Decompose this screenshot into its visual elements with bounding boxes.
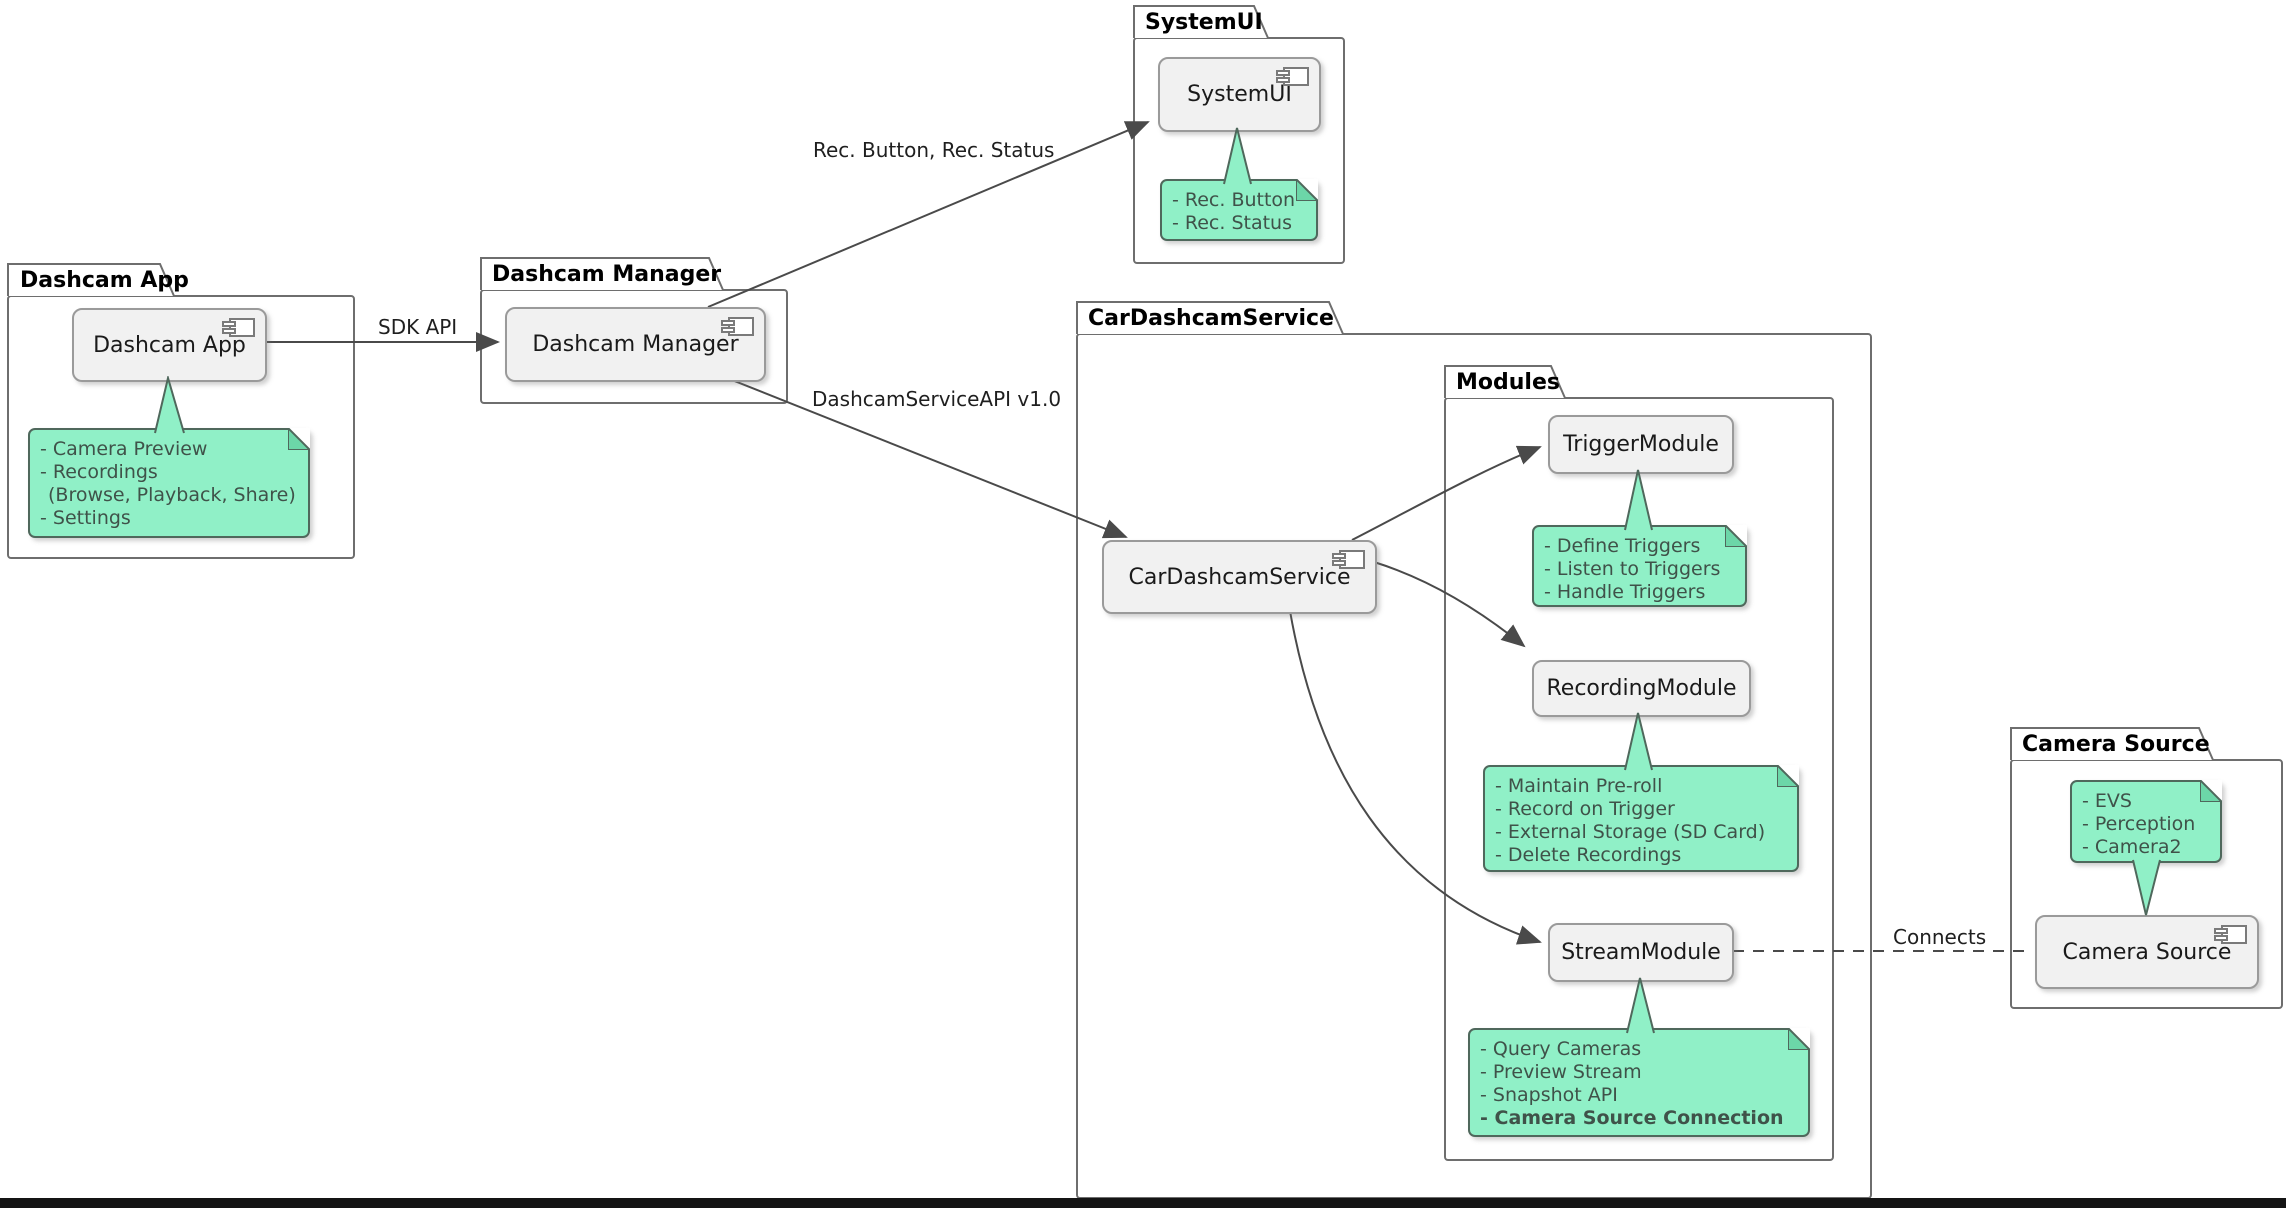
- note-fold-icon: [1777, 765, 1799, 787]
- package-title-camera-source: Camera Source: [2022, 732, 2210, 757]
- note-line: - Query Cameras: [1480, 1038, 1642, 1060]
- component-icon: [721, 317, 754, 336]
- edge-label-sdk-api: SDK API: [378, 315, 458, 339]
- note-fold-icon: [2200, 780, 2222, 802]
- component-trigger-module: TriggerModule: [1548, 415, 1734, 474]
- package-title-dashcam-manager: Dashcam Manager: [492, 262, 722, 287]
- component-stream-module: StreamModule: [1548, 923, 1734, 982]
- component-icon: [2214, 925, 2247, 944]
- package-title-car-dashcam-service: CarDashcamService: [1088, 306, 1334, 331]
- component-label: TriggerModule: [1563, 432, 1719, 457]
- note-line: - Handle Triggers: [1544, 581, 1706, 603]
- note-line: - Perception: [2082, 813, 2196, 835]
- component-dashcam-app: Dashcam App: [72, 308, 267, 382]
- edge-service-to-stream: [1289, 610, 1542, 945]
- package-title-modules: Modules: [1456, 370, 1560, 395]
- note-fold-icon: [1788, 1028, 1810, 1050]
- note-line: - Rec. Button: [1172, 189, 1296, 211]
- note-recording-module: - Maintain Pre-roll - Record on Trigger …: [1483, 765, 1799, 872]
- package-title-systemui: SystemUI: [1145, 10, 1263, 35]
- note-systemui: - Rec. Button - Rec. Status: [1160, 179, 1318, 241]
- note-stream-module: - Query Cameras - Preview Stream - Snaps…: [1468, 1028, 1810, 1137]
- note-line: - Define Triggers: [1544, 535, 1701, 557]
- bottom-bar: [0, 1198, 2286, 1208]
- note-trigger-module: - Define Triggers - Listen to Triggers -…: [1532, 525, 1747, 607]
- component-recording-module: RecordingModule: [1532, 660, 1751, 717]
- component-camera-source: Camera Source: [2035, 915, 2259, 989]
- edge-dashcam-service-api: [726, 377, 1128, 539]
- note-line: - Camera Preview: [40, 438, 208, 460]
- note-line: - Listen to Triggers: [1544, 558, 1721, 580]
- note-line: - Maintain Pre-roll: [1495, 775, 1663, 797]
- note-line: - Record on Trigger: [1495, 798, 1675, 820]
- component-label: StreamModule: [1561, 940, 1721, 965]
- component-label: CarDashcamService: [1128, 564, 1351, 590]
- component-icon: [1332, 550, 1365, 569]
- component-icon: [1276, 67, 1309, 86]
- edge-label-service-api: DashcamServiceAPI v1.0: [812, 387, 1062, 411]
- edge-label-rec-status: Rec. Button, Rec. Status: [813, 138, 1055, 162]
- component-label: RecordingModule: [1546, 676, 1737, 701]
- component-label: Dashcam App: [93, 332, 246, 358]
- edge-service-to-trigger: [1351, 445, 1542, 541]
- edge-service-to-recording: [1373, 561, 1526, 648]
- package-title-dashcam-app: Dashcam App: [20, 268, 189, 293]
- component-systemui: SystemUI: [1158, 57, 1321, 132]
- note-line: - External Storage (SD Card): [1495, 821, 1766, 843]
- edge-rec-button-status: [707, 121, 1150, 308]
- note-line: - Camera2: [2082, 836, 2182, 858]
- note-line: - EVS: [2082, 790, 2132, 812]
- note-line: - Snapshot API: [1480, 1084, 1618, 1106]
- note-line: - Recordings: [40, 461, 158, 483]
- note-line: - Rec. Status: [1172, 212, 1293, 234]
- note-line: - Settings: [40, 507, 131, 529]
- note-camera-source: - EVS - Perception - Camera2: [2070, 780, 2222, 863]
- component-label: Dashcam Manager: [532, 332, 739, 357]
- note-fold-icon: [1725, 525, 1747, 547]
- note-fold-icon: [288, 428, 310, 450]
- component-label: SystemUI: [1187, 82, 1292, 107]
- note-line: - Camera Source Connection: [1480, 1107, 1784, 1129]
- component-car-dashcam-service: CarDashcamService: [1102, 540, 1377, 614]
- component-dashcam-manager: Dashcam Manager: [505, 307, 766, 382]
- note-line: - Delete Recordings: [1495, 844, 1682, 866]
- component-label: Camera Source: [2062, 939, 2232, 965]
- note-dashcam-app: - Camera Preview - Recordings (Browse, P…: [28, 428, 310, 538]
- note-line: - Preview Stream: [1480, 1061, 1642, 1083]
- component-icon: [222, 318, 255, 337]
- edge-label-connects: Connects: [1893, 925, 1987, 949]
- note-line: (Browse, Playback, Share): [48, 484, 296, 506]
- note-fold-icon: [1296, 179, 1318, 201]
